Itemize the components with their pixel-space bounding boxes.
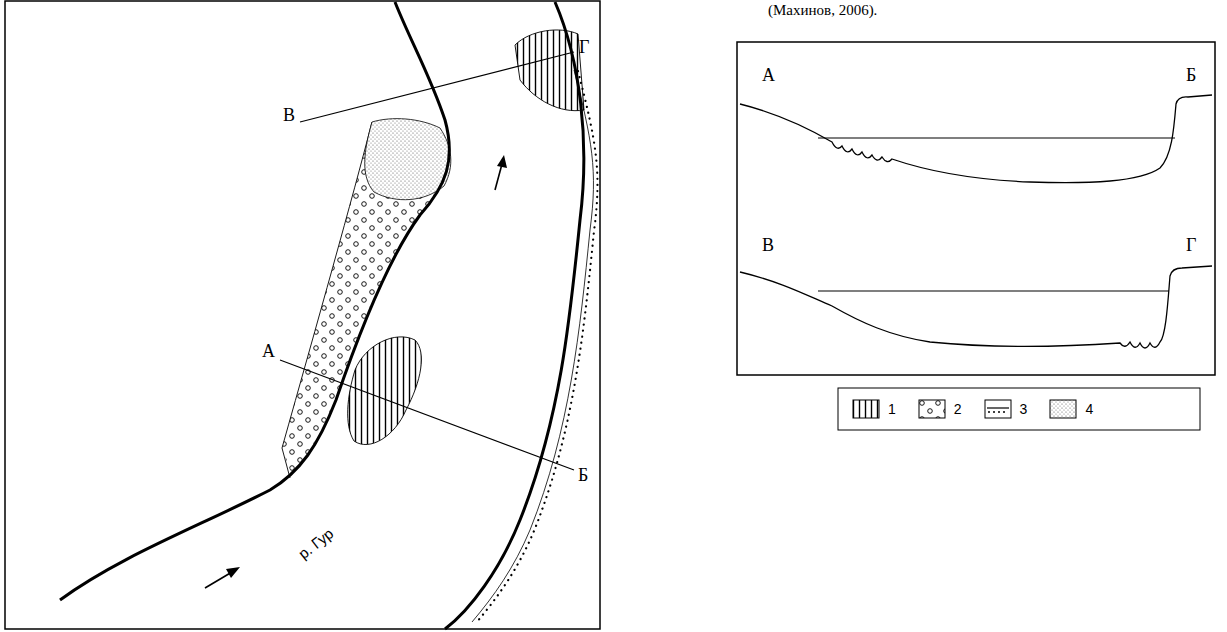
river-bank [445,2,584,629]
legend-swatch [984,399,1012,419]
water-level [818,137,1175,138]
erosion-dots [476,71,597,623]
section-letter: Б [578,466,588,484]
erosion-line [472,70,593,622]
section-line [280,360,574,470]
river-bank [60,2,449,600]
section-letter: В [762,236,774,254]
section-frame [737,42,1215,375]
section-letter: Б [1186,66,1196,84]
legend-swatch [918,399,946,419]
legend-label: 1 [888,401,896,417]
legend-label: 3 [1020,401,1028,417]
cross-section-profile [740,266,1212,348]
legend-item: 4 [1049,399,1093,419]
legend-item: 3 [984,399,1028,419]
hatched-zone [348,337,422,445]
map-frame [5,1,600,629]
legend-swatch [852,399,880,419]
hatched-zone [515,30,584,111]
legend-label: 2 [954,401,962,417]
legend-label: 4 [1085,401,1093,417]
cross-section-profile [740,95,1212,183]
legend-item: 1 [852,399,896,419]
section-letter: В [283,106,295,124]
section-letter: А [762,66,775,84]
stippled-zone [365,119,451,200]
section-letter: Г [579,38,589,56]
legend-frame [838,388,1200,430]
river-name: р. Гур [295,525,335,561]
legend-swatch [1049,399,1077,419]
flow-arrow [495,155,507,190]
citation: (Махинов, 2006). [768,3,877,18]
water-level [818,290,1169,291]
legend-item: 2 [918,399,962,419]
flow-arrow [205,567,240,588]
section-line [300,52,574,122]
section-letter: Г [1186,236,1196,254]
legend: 1 2 3 4 [852,397,1115,421]
section-letter: А [262,342,275,360]
